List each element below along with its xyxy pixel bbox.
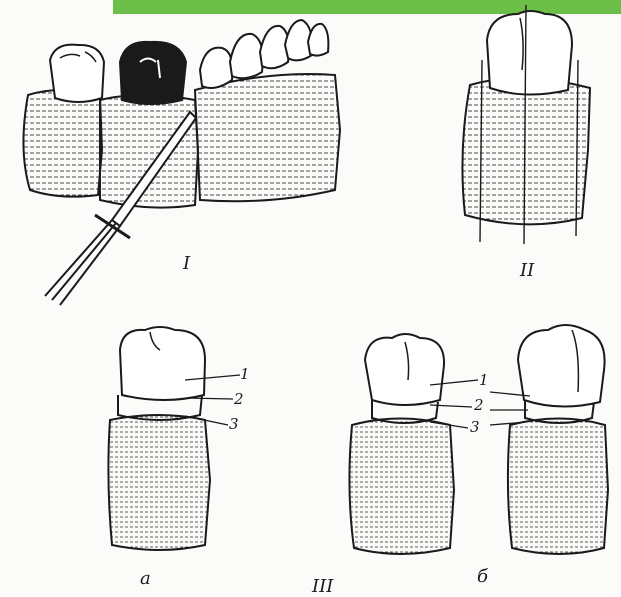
panel-2-die xyxy=(462,5,590,244)
callout-a-2: 2 xyxy=(234,392,244,407)
panel-3b-die-left xyxy=(349,334,478,554)
sub-label-a: а xyxy=(140,570,151,588)
callout-b-1: 1 xyxy=(479,373,489,388)
panel-label-1: I xyxy=(183,255,190,273)
callout-b-2: 2 xyxy=(474,398,484,413)
callout-a-3: 3 xyxy=(229,417,239,432)
callout-a-1: 1 xyxy=(240,367,250,382)
sub-label-b: б xyxy=(477,568,488,586)
panel-3a-die xyxy=(108,327,240,550)
panel-3b-die-right xyxy=(490,325,608,554)
panel-1-jaw-model xyxy=(23,20,340,305)
callout-b-3: 3 xyxy=(470,420,480,435)
panel-label-3: III xyxy=(312,578,333,596)
panel-label-2: II xyxy=(520,262,534,280)
